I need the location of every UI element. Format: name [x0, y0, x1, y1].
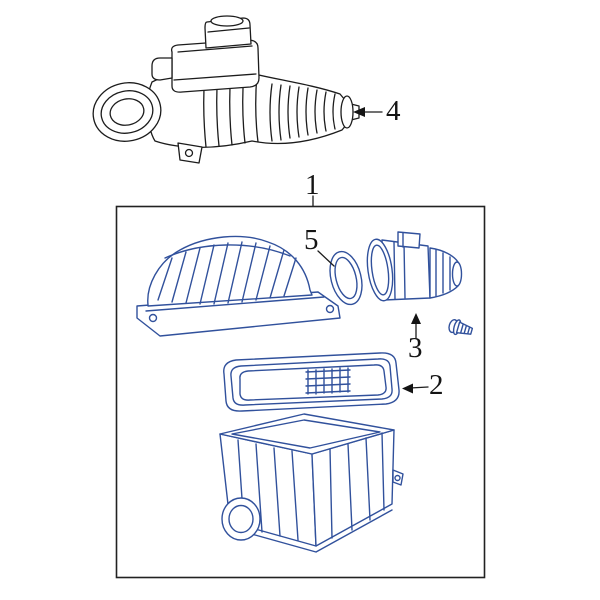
- callout-label-2[interactable]: 2: [429, 369, 444, 401]
- callout-label-1[interactable]: 1: [305, 169, 320, 201]
- callout-label-4[interactable]: 4: [386, 95, 401, 127]
- air-filter-drawing: [223, 352, 400, 412]
- callout-2-arrow: [402, 383, 429, 394]
- bolt-drawing: [448, 319, 474, 336]
- callout-5-leader: [317, 250, 335, 267]
- callout-label-5[interactable]: 5: [304, 224, 319, 256]
- maf-sensor-drawing: [366, 231, 463, 302]
- callout-4-arrow: [353, 107, 383, 117]
- housing-drawing: [219, 413, 404, 553]
- callout-3-arrow: [411, 313, 421, 339]
- assembly-box-outline: [115, 205, 486, 579]
- callout-label-3[interactable]: 3: [408, 332, 423, 364]
- sensor-seal-drawing: [329, 250, 363, 306]
- air-intake-hose-drawing: [92, 15, 360, 164]
- air-cleaner-cover-drawing: [136, 235, 341, 337]
